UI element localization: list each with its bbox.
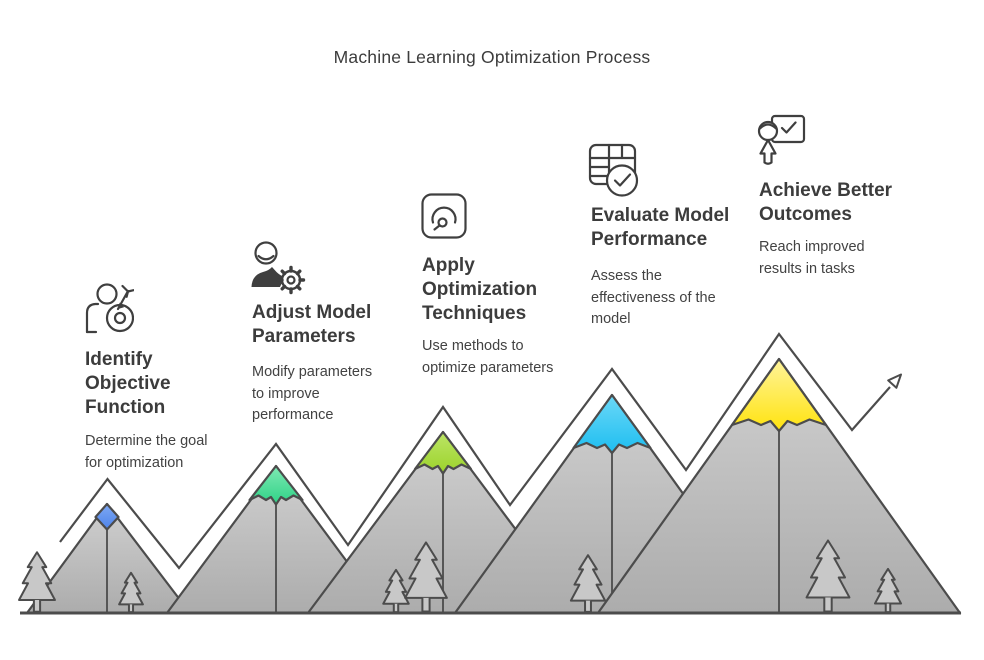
step-3-title: Apply Optimization Techniques — [422, 255, 538, 324]
page-title: Machine Learning Optimization Process — [333, 47, 651, 67]
trend-arrowhead-icon — [887, 373, 902, 389]
step-1-title: Identify Objective Function — [85, 349, 171, 418]
step-2-description: Modify parameters to improve performance — [252, 364, 373, 423]
table-check-icon — [588, 143, 639, 197]
peak-cap-5 — [730, 357, 828, 433]
step-2-title: Adjust Model Parameters — [252, 302, 372, 347]
person-gear-icon — [251, 241, 306, 295]
step-5-description: Reach improved results in tasks — [759, 239, 865, 277]
mountain-1 — [25, 502, 192, 615]
step-4-title: Evaluate Model Performance — [591, 205, 730, 250]
peak-cap-2 — [248, 464, 304, 506]
step-4-description: Assess the effectiveness of the model — [591, 268, 716, 327]
step-3-description: Use methods to optimize parameters — [422, 338, 554, 376]
peak-cap-3 — [413, 430, 473, 475]
gauge-icon — [421, 193, 467, 239]
step-5-title: Achieve Better Outcomes — [759, 180, 893, 225]
presenter-check-icon — [757, 114, 806, 165]
step-1-description: Determine the goal for optimization — [85, 433, 208, 471]
person-target-icon — [85, 283, 134, 334]
peak-cap-1 — [94, 502, 120, 531]
trend-line — [59, 332, 891, 570]
peak-cap-4 — [572, 393, 652, 455]
